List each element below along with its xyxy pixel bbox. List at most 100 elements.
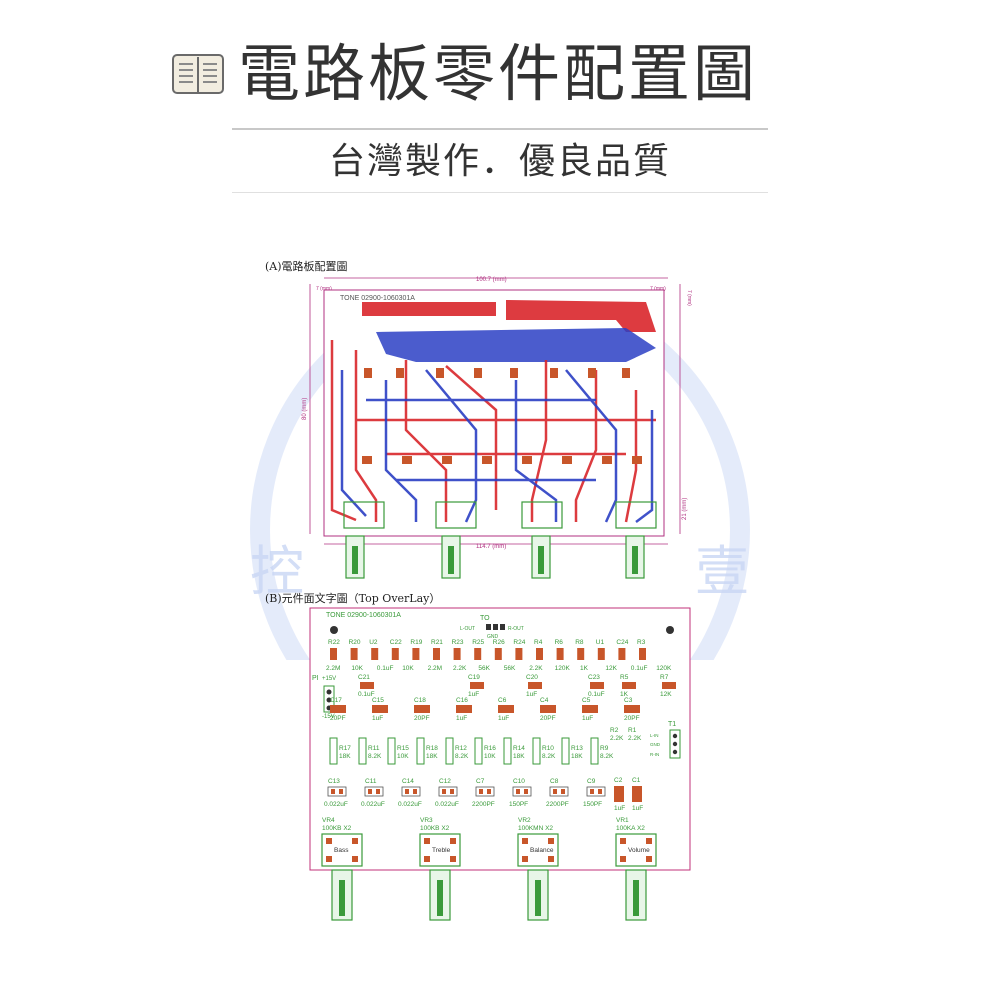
component-pad <box>326 856 332 862</box>
component-label: C21 <box>358 674 370 681</box>
component-value: 1uF <box>372 715 383 722</box>
component-pad <box>391 648 399 660</box>
resistor-body <box>561 737 570 765</box>
component-label: C10 <box>513 778 525 785</box>
book-icon <box>172 54 224 94</box>
component-label: C12 <box>439 778 451 785</box>
component-label: C24 <box>616 639 628 646</box>
component-pad <box>498 705 514 713</box>
component-pad <box>450 856 456 862</box>
component-label: C19 <box>468 674 480 681</box>
component-label: R23 <box>452 639 464 646</box>
component-pad <box>413 789 417 794</box>
t1-connector <box>669 729 681 759</box>
component-value: 8.2K <box>542 753 556 760</box>
component-pad <box>424 856 430 862</box>
component-value: 2.2K <box>529 665 543 672</box>
component-pad <box>414 705 430 713</box>
page-header: 電路板零件配置圖 台灣製作．優良品質 <box>0 0 1000 200</box>
component-value: 0.1uF <box>631 665 648 672</box>
pot-value: 100KB X2 <box>322 825 352 832</box>
component-value: 2.2K <box>628 735 642 742</box>
component-label: R21 <box>431 639 443 646</box>
pot-knob <box>535 880 541 916</box>
rout-label: R-OUT <box>508 626 524 632</box>
component-pad <box>536 648 543 660</box>
component-pad <box>548 838 554 844</box>
dim-right: 7 (mm) <box>650 286 666 292</box>
component-label: R8 <box>575 639 584 646</box>
component-label: C6 <box>498 697 507 704</box>
component-value: 1K <box>620 691 629 698</box>
component-label: C16 <box>456 697 468 704</box>
connector-pin <box>326 689 332 695</box>
capacitor-body <box>586 786 606 797</box>
component-value: 12K <box>660 691 672 698</box>
t1-pin-label: L-IN <box>650 733 659 738</box>
component-pad <box>442 789 446 794</box>
component-value: 2.2K <box>610 735 624 742</box>
component-label: R12 <box>455 745 467 752</box>
component-pad <box>614 786 624 802</box>
dimension-lines <box>309 277 681 545</box>
component-pad <box>522 856 528 862</box>
component-pad <box>540 705 556 713</box>
pot-function: Balance <box>530 847 554 854</box>
component-value: 56K <box>504 665 516 672</box>
pot-value: 100KMN X2 <box>518 825 553 832</box>
connector-pin <box>326 697 332 703</box>
capacitor-body <box>438 786 458 797</box>
pot-label: VR4 <box>322 817 335 824</box>
component-value: 18K <box>426 753 438 760</box>
component-value: 1uF <box>498 715 509 722</box>
component-value: 18K <box>339 753 351 760</box>
pot-footprint <box>517 833 559 867</box>
copper-red <box>362 300 656 332</box>
power-connector <box>323 685 335 713</box>
component-label: R20 <box>349 639 361 646</box>
component-label: C15 <box>372 697 384 704</box>
component-value: 150PF <box>509 801 528 808</box>
component-value: 2.2M <box>326 665 340 672</box>
component-label: R14 <box>513 745 525 752</box>
output-pads <box>486 624 505 630</box>
component-pad <box>590 682 604 689</box>
component-value: 18K <box>513 753 525 760</box>
dim-left: 7 (mm) <box>316 286 332 292</box>
component-pad <box>646 838 652 844</box>
component-value: 0.022uF <box>398 801 422 808</box>
t1-label: T1 <box>668 721 676 728</box>
copper-blue-fill <box>376 328 656 362</box>
component-label: C3 <box>624 697 633 704</box>
watermark-logo: 控 壹 <box>250 340 750 660</box>
component-pad <box>582 705 598 713</box>
component-label: C23 <box>588 674 600 681</box>
dim-bottom: 114.7 (mm) <box>476 544 506 550</box>
component-value: 2.2M <box>428 665 442 672</box>
lout-label: L-OUT <box>460 626 475 632</box>
mount-hole <box>666 626 674 634</box>
component-pad <box>553 789 557 794</box>
traces-red <box>330 340 656 523</box>
component-pad <box>453 648 461 660</box>
dim-side: 7 (mm) <box>686 290 692 306</box>
component-label: R9 <box>600 745 609 752</box>
divider <box>232 128 768 130</box>
component-pad <box>516 789 520 794</box>
component-value: 0.022uF <box>361 801 385 808</box>
p15-label: +15V <box>322 676 336 682</box>
component-pad <box>424 838 430 844</box>
resistor-body <box>474 737 483 765</box>
component-pad <box>339 789 343 794</box>
component-label: U2 <box>369 639 378 646</box>
page-subtitle: 台灣製作．優良品質 <box>328 141 671 182</box>
pot-vr3 <box>435 501 477 579</box>
page-title: 電路板零件配置圖 <box>238 37 759 110</box>
component-value: 20PF <box>330 715 346 722</box>
component-value: 2200PF <box>472 801 495 808</box>
component-pad <box>371 648 379 660</box>
component-label: R15 <box>397 745 409 752</box>
component-label: C18 <box>414 697 426 704</box>
component-pad <box>494 648 502 660</box>
